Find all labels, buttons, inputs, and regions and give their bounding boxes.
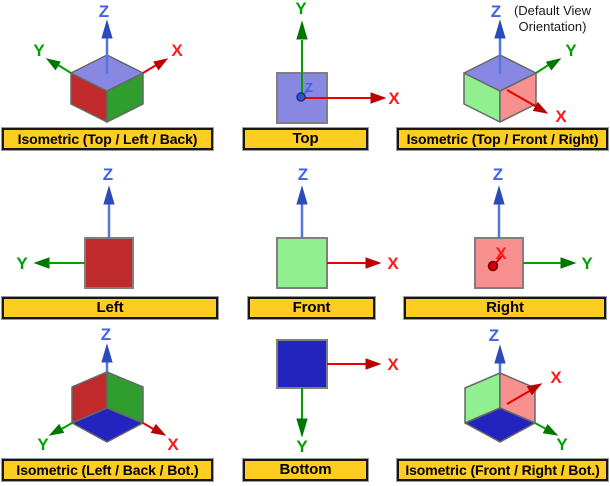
front-view-diagram: Z X: [276, 165, 399, 289]
z-axis-arrowhead: [494, 344, 506, 364]
x-axis-label: X: [167, 435, 179, 454]
x-axis-arrowhead: [526, 383, 543, 396]
z-axis-arrowhead: [101, 19, 113, 39]
left-view-diagram: Z Y: [16, 165, 134, 289]
x-axis-label: X: [550, 368, 562, 387]
default-view-note-line2: Orientation): [518, 19, 587, 34]
z-axis-label: Z: [99, 2, 109, 21]
panel-right: Z Y X Right: [395, 160, 610, 320]
x-axis-arrowhead: [532, 101, 549, 114]
x-axis-line: [506, 388, 534, 405]
front-face-square: [276, 237, 328, 289]
z-axis-label: Z: [101, 325, 111, 344]
x-axis-label: X: [555, 107, 567, 126]
y-axis-arrowhead: [542, 424, 559, 436]
view-label-isometric-top-left-back: Isometric (Top / Left / Back): [2, 128, 213, 150]
y-axis-arrowhead: [296, 418, 308, 438]
x-axis-label: X: [388, 89, 400, 108]
y-axis-arrowhead: [48, 423, 65, 436]
cube-bottom-face: [464, 407, 536, 443]
z-axis-label: Z: [491, 2, 501, 21]
z-axis-label: Z: [298, 165, 308, 184]
x-axis-label: X: [387, 254, 399, 273]
y-axis-label: Y: [16, 254, 28, 273]
cube-bottom-face: [71, 407, 144, 443]
x-axis-arrowhead: [153, 58, 169, 71]
right-view-diagram: Z Y X: [474, 165, 593, 289]
view-label-top: Top: [243, 128, 368, 150]
panel-isometric-front-right-bot: Z X Y Isometric (Front / Right / Bot.): [395, 320, 610, 486]
view-label-front: Front: [248, 297, 375, 319]
panel-isometric-top-front-right: Z Y X (Default View Orientation) Isometr…: [395, 0, 610, 158]
x-axis-line: [506, 89, 537, 108]
z-axis-arrowhead: [101, 343, 113, 363]
z-axis-origin-dot: [296, 92, 306, 102]
y-axis-label: Y: [581, 254, 593, 273]
bottom-face-square: [276, 339, 328, 389]
isometric-left-back-bot-diagram: Z Y X: [37, 325, 179, 454]
top-view-diagram: Y X Z: [276, 0, 400, 124]
panel-bottom: X Y Bottom: [215, 320, 400, 486]
x-axis-arrowhead: [150, 423, 167, 436]
isometric-top-left-back-diagram: Z Y X: [33, 2, 183, 123]
y-axis-arrowhead: [545, 58, 562, 71]
view-label-bottom: Bottom: [243, 459, 368, 481]
view-label-isometric-top-front-right: Isometric (Top / Front / Right): [397, 128, 608, 150]
panel-isometric-top-left-back: Z Y X Isometric (Top / Left / Back): [0, 0, 215, 158]
y-axis-label: Y: [37, 435, 49, 454]
default-view-note: (Default View Orientation): [500, 3, 605, 35]
y-axis-label: Y: [556, 435, 568, 454]
bottom-view-diagram: X Y: [276, 339, 399, 456]
y-axis-label: Y: [33, 41, 45, 60]
z-axis-arrowhead: [493, 185, 505, 205]
y-axis-label: Y: [296, 437, 308, 456]
z-axis-label: Z: [489, 326, 499, 345]
y-axis-arrowhead: [33, 257, 50, 269]
x-axis-label: X: [495, 244, 507, 263]
view-label-isometric-front-right-bot: Isometric (Front / Right / Bot.): [397, 459, 608, 481]
z-axis-label: Z: [305, 80, 313, 95]
panel-top: Y X Z Top: [215, 0, 400, 158]
x-axis-line: [142, 63, 158, 74]
z-axis-arrowhead: [103, 185, 115, 205]
x-axis-label: X: [387, 355, 399, 374]
x-axis-arrowhead: [365, 358, 382, 370]
y-axis-arrowhead: [296, 20, 308, 40]
x-axis-arrowhead: [370, 92, 387, 104]
panel-front: Z X Front: [215, 160, 400, 320]
y-axis-line: [535, 63, 551, 74]
z-axis-arrowhead: [296, 185, 308, 205]
y-axis-line: [57, 64, 72, 74]
isometric-top-front-right-diagram: Z Y X: [463, 2, 577, 126]
left-face-square: [84, 237, 134, 289]
view-label-right: Right: [404, 297, 606, 319]
view-label-left: Left: [2, 297, 218, 319]
panel-isometric-left-back-bot: Z Y X Isometric (Left / Back / Bot.): [0, 320, 215, 486]
panel-left: Z Y Left: [0, 160, 218, 320]
z-axis-label: Z: [493, 165, 503, 184]
y-axis-label: Y: [295, 0, 307, 18]
z-axis-arrowhead: [494, 19, 506, 39]
z-axis-label: Z: [103, 165, 113, 184]
y-axis-arrowhead: [560, 257, 577, 269]
x-axis-label: X: [171, 41, 183, 60]
default-view-note-line1: (Default View: [513, 3, 592, 18]
y-axis-arrowhead: [45, 58, 61, 71]
x-axis-arrowhead: [365, 257, 382, 269]
y-axis-label: Y: [565, 41, 577, 60]
isometric-front-right-bot-diagram: Z X Y: [464, 326, 568, 454]
view-label-isometric-left-back-bot: Isometric (Left / Back / Bot.): [2, 459, 213, 481]
x-axis-origin-dot: [487, 260, 499, 272]
